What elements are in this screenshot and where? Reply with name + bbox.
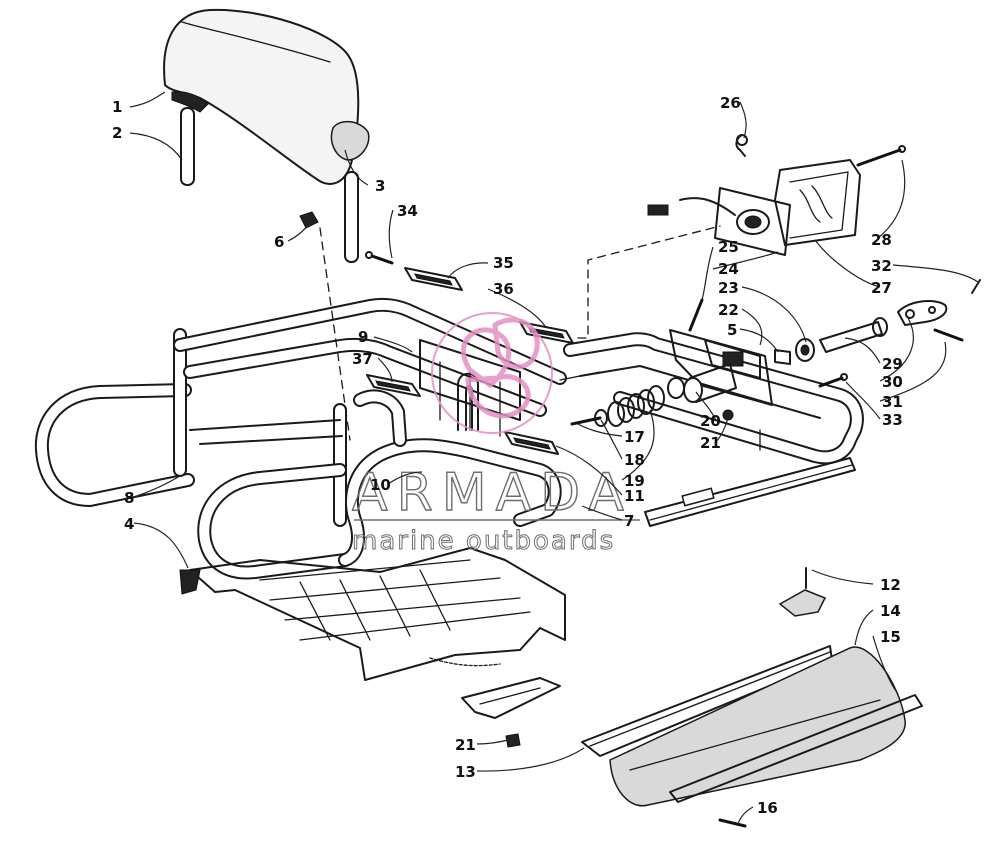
headrest bbox=[163, 8, 370, 185]
callout-8: 8 bbox=[124, 489, 134, 507]
callout-21: 21 bbox=[700, 434, 721, 452]
running-board-pad bbox=[609, 646, 906, 807]
headrest-foam-patch bbox=[330, 120, 370, 161]
callout-32: 32 bbox=[871, 257, 892, 275]
callout-2: 2 bbox=[112, 124, 122, 142]
callout-3: 3 bbox=[375, 177, 385, 195]
callout-15: 15 bbox=[880, 628, 901, 646]
floor-chain bbox=[429, 657, 501, 667]
callout-28: 28 bbox=[871, 231, 892, 249]
hitch-link bbox=[897, 279, 981, 342]
callout-5: 5 bbox=[727, 321, 737, 339]
callout-16: 16 bbox=[757, 799, 778, 817]
callout-4: 4 bbox=[124, 515, 134, 533]
callout-20: 20 bbox=[700, 412, 721, 430]
callout-30: 30 bbox=[882, 373, 903, 391]
running-board-strip bbox=[669, 694, 923, 803]
callout-36: 36 bbox=[493, 280, 514, 298]
hitch-pin bbox=[774, 317, 888, 365]
bolt-17 bbox=[570, 416, 602, 426]
nut-21-lower bbox=[505, 733, 521, 748]
screw-25 bbox=[688, 298, 704, 332]
callout-14: 14 bbox=[880, 602, 901, 620]
callout-26: 26 bbox=[720, 94, 741, 112]
callout-33: 33 bbox=[882, 411, 903, 429]
headrest-post-left bbox=[180, 107, 195, 186]
bolt-33 bbox=[818, 373, 848, 388]
callout-9: 9 bbox=[358, 328, 368, 346]
callout-22: 22 bbox=[718, 301, 739, 319]
bolt-34 bbox=[365, 251, 394, 265]
callout-37: 37 bbox=[352, 350, 373, 368]
callout-25: 25 bbox=[718, 238, 739, 256]
rivet-16 bbox=[718, 818, 747, 828]
rear-rack-frame bbox=[34, 297, 567, 580]
callout-29: 29 bbox=[882, 355, 903, 373]
callout-17: 17 bbox=[624, 428, 645, 446]
floor-pan bbox=[179, 547, 566, 681]
callout-12: 12 bbox=[880, 576, 901, 594]
callout-18: 18 bbox=[624, 451, 645, 469]
reference-line bbox=[319, 225, 721, 441]
decal-strip-11 bbox=[504, 431, 559, 455]
callout-21-lower: 21 bbox=[455, 736, 476, 754]
callout-13: 13 bbox=[455, 763, 476, 781]
rivet-12 bbox=[778, 567, 827, 617]
callout-1: 1 bbox=[112, 98, 122, 116]
leader-lines bbox=[129, 91, 979, 825]
callout-labels: 1 2 3 34 6 35 36 9 37 26 28 25 24 32 27 … bbox=[112, 94, 903, 817]
decal-strip-35 bbox=[404, 267, 463, 291]
callout-24: 24 bbox=[718, 260, 739, 278]
callout-35: 35 bbox=[493, 254, 514, 272]
armada-logo bbox=[431, 312, 553, 434]
watermark-tagline: marine outboards bbox=[352, 526, 615, 556]
taillight-assembly bbox=[647, 134, 861, 256]
bushing-cylinder bbox=[683, 363, 737, 403]
decal-strip-37 bbox=[366, 374, 421, 397]
callout-6: 6 bbox=[274, 233, 284, 251]
callout-23: 23 bbox=[718, 279, 739, 297]
watermark-brand: ARMADA bbox=[352, 463, 633, 523]
headrest-post-right bbox=[344, 171, 359, 263]
nut-6 bbox=[299, 211, 319, 229]
callout-27: 27 bbox=[871, 279, 892, 297]
callout-11: 11 bbox=[624, 487, 645, 505]
small-plate bbox=[461, 677, 561, 719]
callout-7: 7 bbox=[624, 512, 634, 530]
callout-19: 19 bbox=[624, 472, 645, 490]
callout-31: 31 bbox=[882, 393, 903, 411]
screw-28 bbox=[856, 145, 906, 167]
hitch-bracket bbox=[669, 329, 773, 406]
callout-10: 10 bbox=[370, 476, 391, 494]
callout-34: 34 bbox=[397, 202, 418, 220]
